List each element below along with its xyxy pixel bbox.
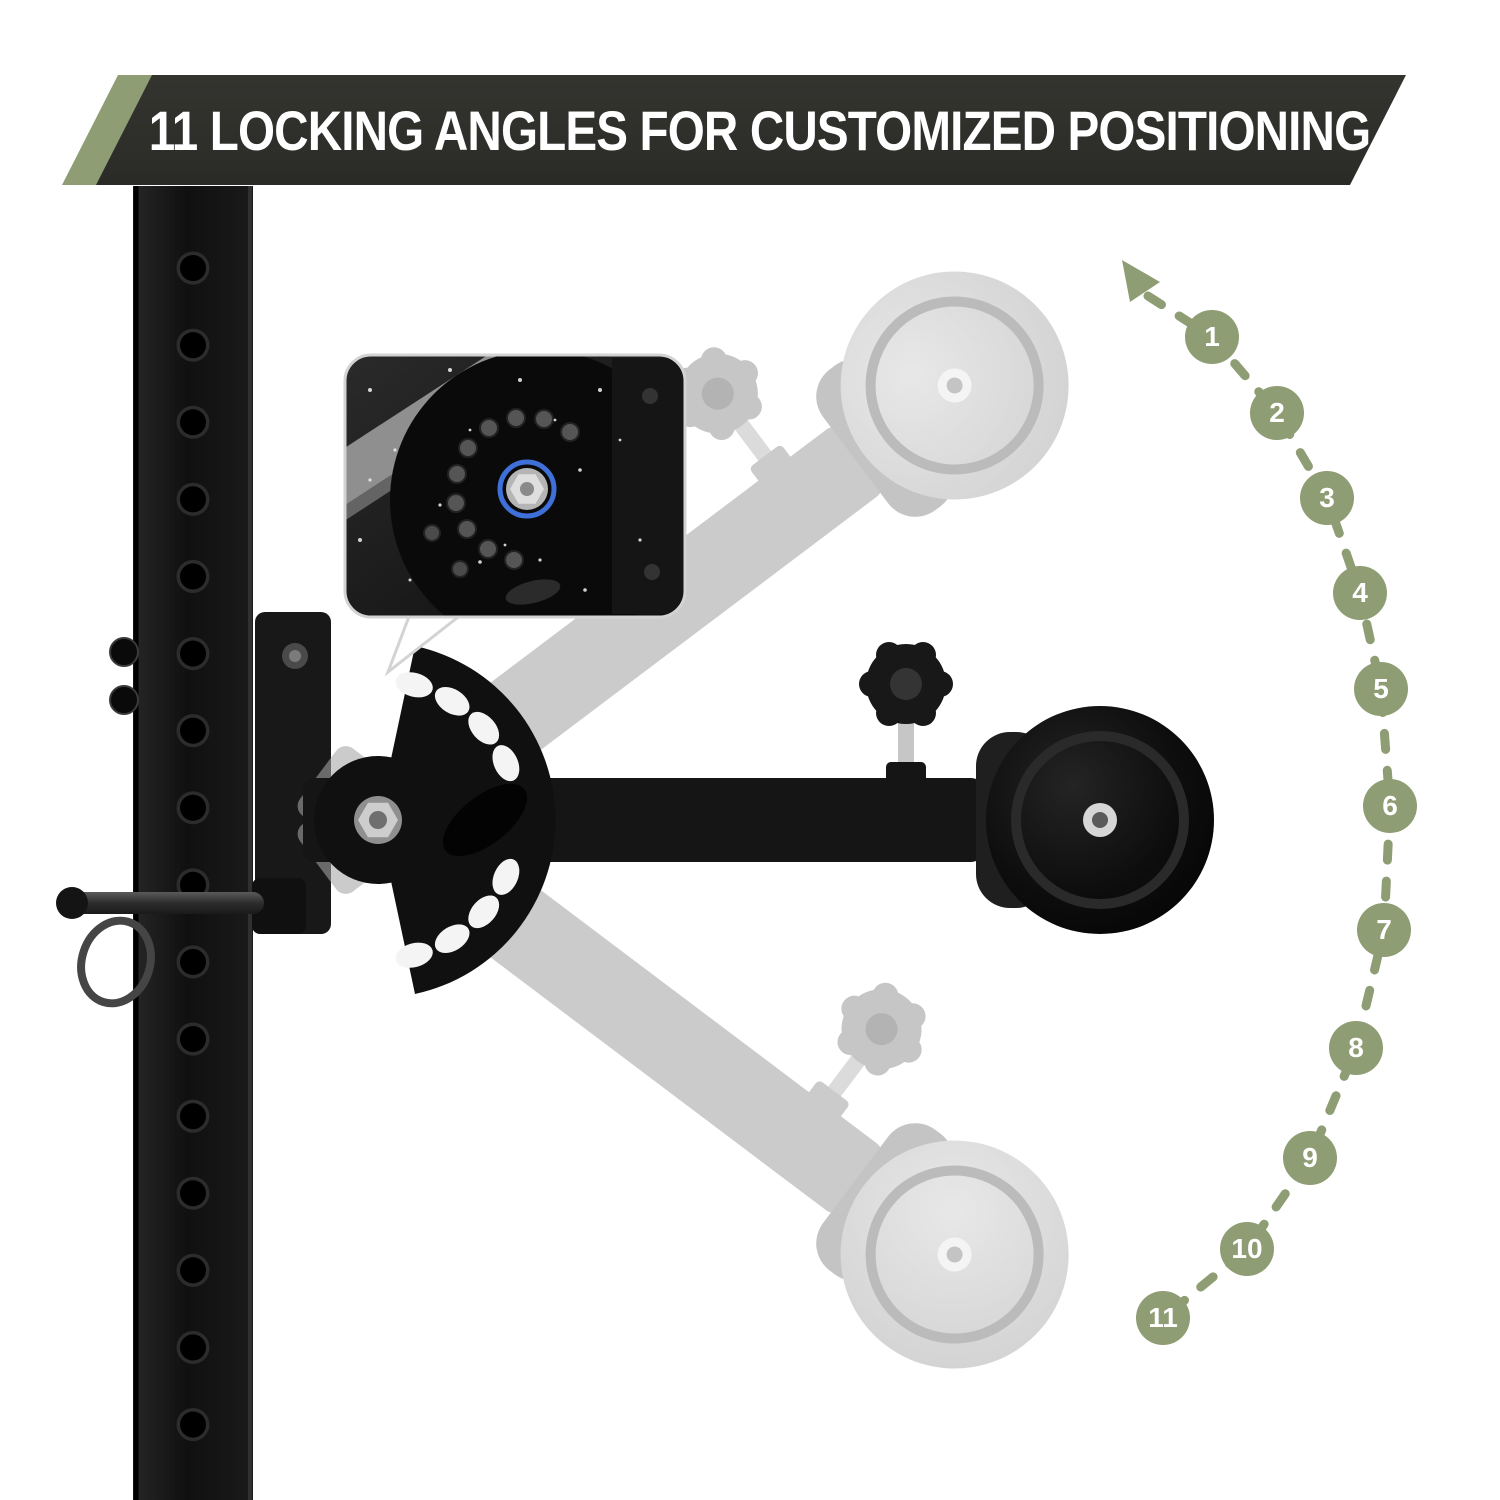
angle-marker-3: 3 [1300,471,1354,525]
detail-inset-border [343,353,687,619]
angle-marker-5: 5 [1354,662,1408,716]
banner-title: 11 LOCKING ANGLES FOR CUSTOMIZED POSITIO… [149,98,1371,162]
inset-plate-holes [423,408,580,605]
pin-handle [56,887,88,919]
angle-marker-6: 6 [1363,779,1417,833]
angle-marker-1: 1 [1185,310,1239,364]
angle-locking-plate [314,646,556,994]
clamp-bolt-icon [109,685,139,715]
detail-inset [343,353,687,677]
plate-slot [442,783,528,857]
safety-ring [77,916,155,1008]
pull-pin [56,887,264,1008]
blue-washer-icon [497,459,557,519]
banner-bar [96,75,1406,185]
angle-marker-10: 10 [1220,1222,1274,1276]
angle-marker-11: 11 [1136,1291,1190,1345]
angle-marker-2: 2 [1250,386,1304,440]
angle-marker-8: 8 [1329,1021,1383,1075]
inset-speckles [358,368,642,592]
header-banner: 11 LOCKING ANGLES FOR CUSTOMIZED POSITIO… [0,0,1500,260]
rotation-arrow-icon [1122,260,1160,302]
angle-marker-9: 9 [1283,1131,1337,1185]
clamp-bolt-icon [109,637,139,667]
angle-marker-4: 4 [1333,566,1387,620]
angle-marker-7: 7 [1357,903,1411,957]
upright-post [133,186,253,1500]
